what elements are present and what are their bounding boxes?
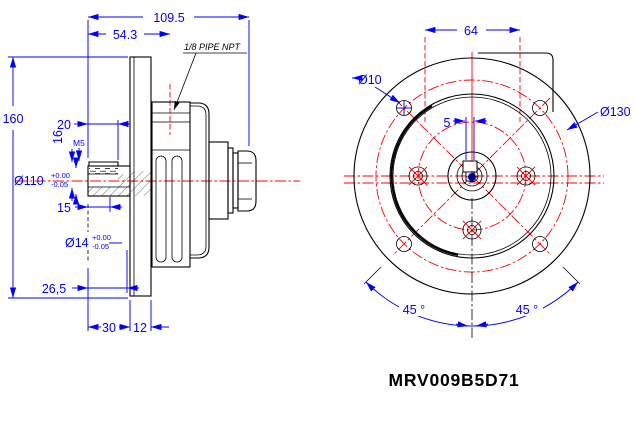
dim-bore-tol-plus: +0.00 (92, 233, 111, 242)
screw-hole (516, 166, 536, 186)
gearbox-body (151, 101, 257, 268)
dim-port-position: 54.3 (113, 28, 137, 42)
part-number: MRV009B5D71 (388, 370, 519, 390)
shaft-section-hatch (88, 187, 130, 196)
dim-bolt-circle-dia: Ø130 (600, 105, 631, 119)
dim-spigot-tol-minus: -0.05 (51, 180, 68, 189)
side-view-dimensions: 109.5 54.3 160 20 16 M5 Ø110 (3, 11, 250, 335)
dim-angle-right: 45 ° (516, 303, 538, 317)
dim-bore-dia: Ø14 (65, 236, 89, 250)
dim-angle-left: 45 ° (403, 303, 425, 317)
dim-flange-height: 160 (3, 112, 24, 126)
front-view-dimensions: 64 Ø10 Ø130 5 45 ° 45 ° (352, 24, 631, 328)
side-view: 1/8 PIPE NPT 109.5 54.3 160 (3, 11, 300, 335)
dim-spigot-tol-plus: +0.00 (51, 171, 70, 180)
dim-spigot-dia: Ø110 (14, 174, 44, 188)
angle-extension-tick (363, 266, 382, 285)
flange-section-hatch (131, 171, 151, 196)
spigot-shaded-arc (390, 105, 459, 256)
dim-hole-dia: Ø10 (358, 73, 382, 87)
screw-hole (408, 166, 428, 186)
cooling-slot (171, 155, 183, 263)
dim-flange-thickness: 12 (133, 321, 147, 335)
rear-ring (227, 147, 234, 214)
dim-thread: M5 (73, 138, 85, 148)
housing-silhouette (478, 52, 554, 112)
rear-ring (232, 152, 239, 209)
rear-hex-cap (237, 150, 257, 212)
dim-keyway-width: 5 (444, 116, 451, 130)
bolt-hole (396, 236, 412, 252)
bolt-hole (532, 100, 548, 116)
mounting-flange-plate (129, 56, 152, 297)
front-view: 64 Ø10 Ø130 5 45 ° 45 ° (344, 24, 631, 338)
bolt-hole (532, 236, 548, 252)
dim-bore-tol-minus: -0.05 (92, 242, 109, 251)
dim-housing-width: 64 (464, 24, 478, 38)
dim-keyway-depth: 16 (51, 130, 65, 144)
dim-overall-length: 109.5 (153, 11, 184, 25)
shaft-key-hatch (89, 167, 118, 174)
dim-bore-step: 15 (57, 201, 71, 215)
npt-port-label: 1/8 PIPE NPT (184, 42, 242, 52)
dim-shaft-length: 30 (102, 321, 116, 335)
angle-extension-tick (562, 266, 581, 285)
dim-recess-depth: 26,5 (42, 282, 66, 296)
dim-keyway-length: 20 (57, 118, 71, 132)
bolt-hole (396, 100, 412, 116)
npt-port-callout: 1/8 PIPE NPT (173, 42, 247, 111)
collar-section-hatch (118, 174, 130, 187)
cooling-slot (155, 155, 167, 263)
